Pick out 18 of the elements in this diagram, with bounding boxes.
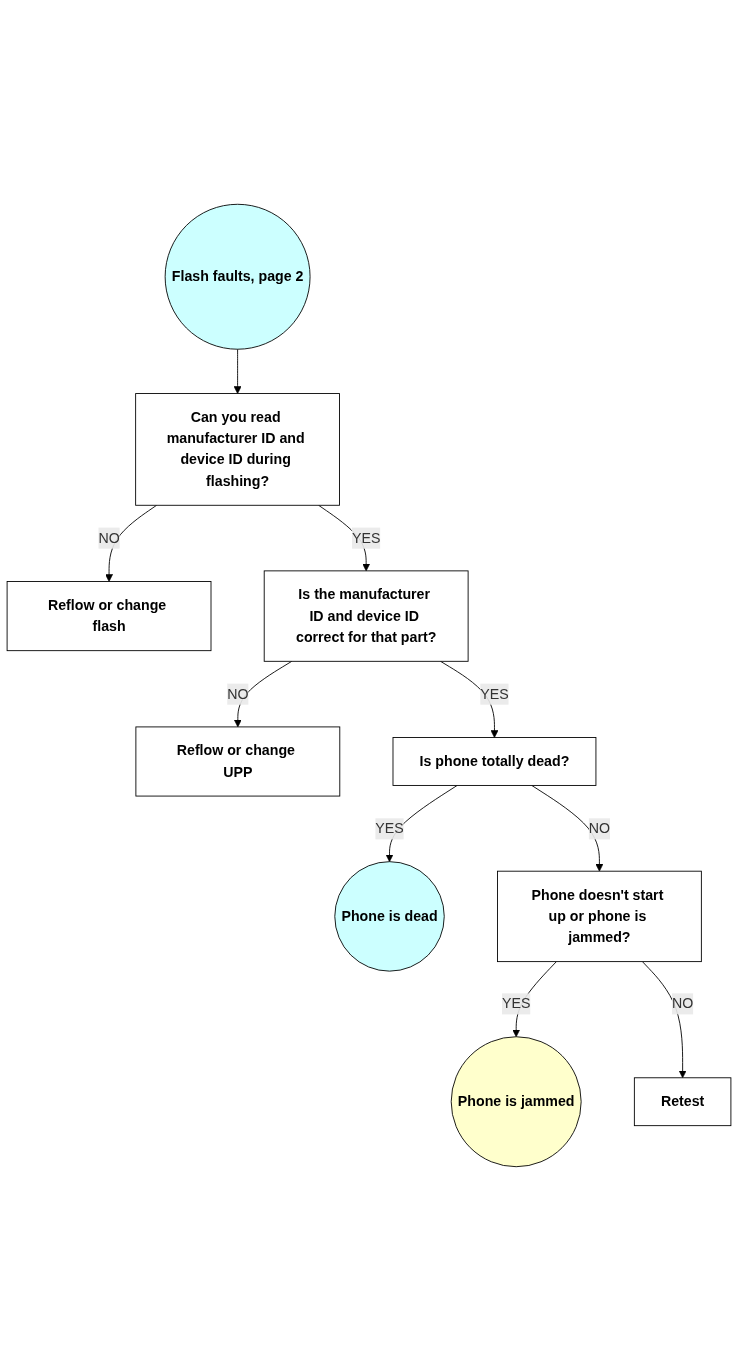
edge-label: NO bbox=[671, 995, 694, 1012]
node-circle: Flash faults, page 2 bbox=[164, 203, 311, 350]
node-box: Can you read manufacturer ID and device ID during flashing? bbox=[135, 393, 340, 506]
node-circle: Phone is jammed bbox=[450, 1036, 582, 1168]
node-box: Phone doesn't start up or phone is jammed? bbox=[497, 870, 702, 963]
node-box: Reflow or change flash bbox=[6, 581, 212, 652]
node-box: Is phone totally dead? bbox=[392, 737, 597, 786]
edge-label: YES bbox=[480, 686, 509, 702]
edge-label: NO bbox=[227, 686, 249, 702]
edge-label: YES bbox=[351, 530, 381, 546]
edge-label: NO bbox=[98, 530, 120, 546]
node-box: Reflow or change UPP bbox=[135, 726, 341, 797]
node-circle: Phone is dead bbox=[334, 861, 445, 972]
edge-label: NO bbox=[588, 820, 611, 836]
node-box: Is the manufacturer ID and device ID correct for that part? bbox=[263, 570, 469, 662]
edge-label: YES bbox=[501, 995, 531, 1012]
node-box: Retest bbox=[633, 1077, 732, 1127]
edge-label: YES bbox=[375, 820, 404, 836]
